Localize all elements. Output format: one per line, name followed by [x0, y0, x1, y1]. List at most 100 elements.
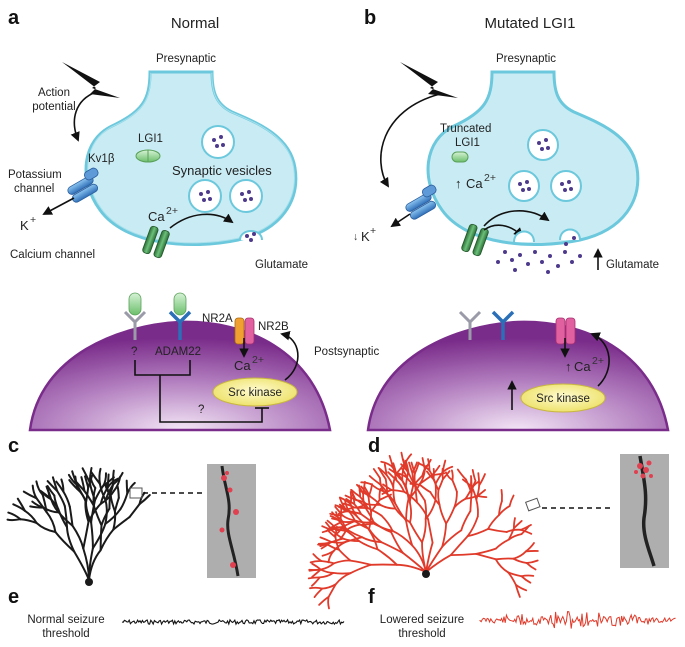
dendrite-branch [309, 586, 324, 590]
dendrite-branch [99, 524, 103, 552]
dendrite-branch [411, 461, 418, 474]
panel-a-presynaptic-label: Presynaptic [156, 53, 216, 65]
dendrite-branch [45, 511, 57, 533]
panel-b-action-arrow [379, 93, 441, 188]
dendrite-branch [512, 550, 527, 560]
panel-a-post-ca-label: Ca [234, 358, 251, 373]
dendrite-branch [94, 484, 105, 502]
dendrite-branch [403, 490, 418, 504]
dendrite-branch [388, 455, 394, 469]
panel-a-lgi1-label: LGI1 [138, 133, 163, 145]
panel-b-post-ca-sup: 2+ [592, 355, 604, 367]
dendrite-branch [319, 536, 333, 543]
panel-a-nmda-receptor [234, 317, 255, 345]
dendrite-branch [498, 505, 511, 516]
dendrite-branch [35, 522, 57, 533]
panel-a-pathway [134, 360, 269, 423]
dendrite-branch [92, 487, 97, 507]
dendrite-branch [99, 489, 116, 505]
dendrite-branch [500, 489, 503, 502]
panel-b-truncated-label: Truncated [440, 123, 491, 135]
dendrite-branch [520, 525, 530, 535]
dendrite-branch [380, 541, 404, 554]
dendrite-branch [475, 547, 497, 555]
dendrite-branch [23, 509, 38, 524]
panel-b-presynaptic-terminal [426, 70, 640, 247]
panel-a-potassium-channel [67, 167, 99, 203]
panel-a-receptor-grey [123, 292, 147, 340]
panel-b-action-potential-icon [400, 62, 458, 98]
panel-a-potassium-label: Potassium [8, 169, 62, 181]
dendrite-branch [404, 459, 410, 474]
panel-a-src-arrow [280, 330, 299, 381]
panel-f-mutant-trace [479, 611, 676, 629]
dendrite-branch [466, 515, 479, 537]
panel-d-letter: d [368, 435, 380, 457]
dendrite-branch [330, 541, 347, 544]
dendrite-branch [321, 583, 337, 590]
dendrite-branch [414, 484, 418, 504]
panel-f-line1: Lowered seizure [380, 614, 464, 626]
panel-a-glutamate-release [239, 230, 263, 242]
panel-b-lgi1-label: LGI1 [455, 137, 480, 149]
dendrite-branch [425, 554, 452, 573]
dendrite-branch [334, 536, 340, 551]
dendrite-branch [386, 492, 397, 510]
panel-b-k-down: ↓ [353, 231, 358, 243]
dendrite-branch [508, 533, 523, 541]
panel-a-calcium-channel-label: Calcium channel [10, 249, 95, 261]
dendrite-branch [441, 522, 447, 548]
dendrite-branch [100, 507, 111, 527]
dendrite-branch [98, 467, 102, 485]
dendrite-branch [50, 498, 60, 514]
dendrite-branch [445, 506, 456, 525]
panel-a-adam22-label: ADAM22 [155, 346, 201, 358]
panel-d-soma [422, 570, 430, 578]
panel-a-calcium-channel [142, 225, 170, 259]
dendrite-branch [421, 541, 427, 573]
dendrite-branch [342, 502, 355, 509]
panel-a-nr2b-label: NR2B [258, 321, 289, 333]
dendrite-branch [475, 553, 497, 561]
dendrite-branch [138, 494, 151, 506]
dendrite-branch [478, 473, 486, 487]
panel-a-kv-label: Kv1β [88, 153, 115, 165]
dendrite-branch [351, 494, 356, 505]
dendrite-branch [90, 499, 96, 524]
panel-d-micrograph [620, 454, 669, 568]
panel-b-k-arrow [390, 213, 411, 228]
panel-a-presynaptic-terminal [84, 70, 298, 247]
panel-b-nmda-receptor [555, 317, 576, 345]
dendrite-branch [332, 572, 352, 575]
dendrite-branch [437, 478, 444, 491]
dendrite-branch [360, 481, 373, 486]
dendrite-branch [419, 484, 432, 493]
panel-e-letter: e [8, 586, 19, 608]
panel-b-potassium-channel [405, 184, 437, 220]
dendrite-branch [361, 536, 383, 544]
dendrite-branch [475, 484, 481, 501]
panel-a-action-label: Action [38, 87, 70, 99]
dendrite-branch [357, 522, 375, 526]
dendrite-branch [56, 490, 66, 507]
dendrite-branch [331, 517, 343, 523]
dendrite-branch [112, 471, 124, 486]
dendrite-branch [333, 559, 352, 565]
dendrite-branch [54, 531, 76, 553]
dendrite-branch [512, 557, 528, 564]
dendrite-branch [507, 571, 517, 586]
dendrite-branch [372, 522, 394, 532]
dendrite-branch [31, 500, 45, 509]
panel-b-glutamate-release [496, 228, 582, 274]
panel-a-vesicles [188, 125, 263, 213]
dendrite-branch [128, 503, 141, 519]
dendrite-branch [453, 497, 467, 509]
dendrite-branch [346, 529, 363, 539]
panel-a-k-sup: + [30, 214, 36, 226]
panel-a-ca-sup: 2+ [166, 205, 178, 217]
dendrite-branch [378, 493, 392, 501]
panel-a-nr2a-label: NR2A [202, 313, 233, 325]
panel-f-letter: f [368, 586, 375, 608]
